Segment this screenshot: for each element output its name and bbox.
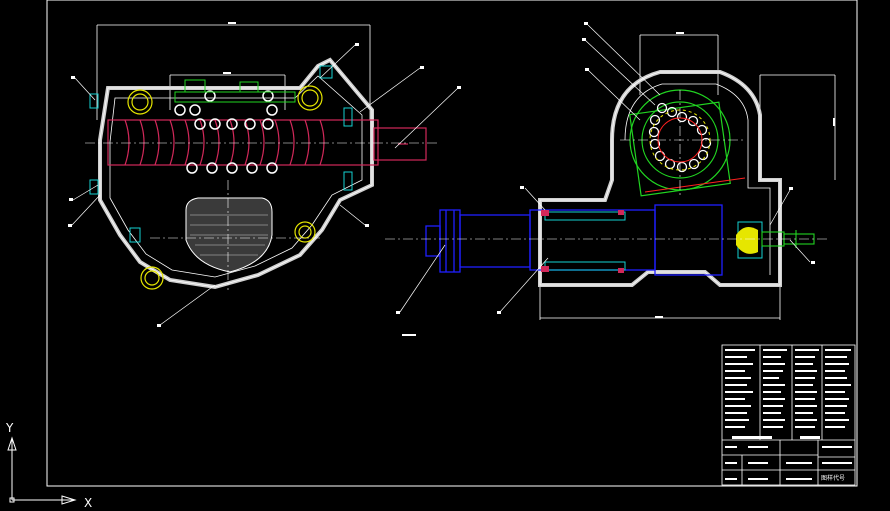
title-block: 图样代号 bbox=[721, 344, 856, 486]
left-section-view bbox=[68, 22, 461, 327]
ucs-x-label: X bbox=[84, 496, 92, 510]
drawing-frame bbox=[46, 0, 858, 487]
ucs-y-label: Y bbox=[5, 421, 14, 435]
recirculating-balls bbox=[174, 90, 278, 174]
view-label bbox=[402, 334, 416, 336]
right-section-view bbox=[385, 22, 836, 320]
ucs-icon bbox=[7, 436, 77, 505]
drawing-number-label: 图样代号 bbox=[821, 474, 845, 482]
